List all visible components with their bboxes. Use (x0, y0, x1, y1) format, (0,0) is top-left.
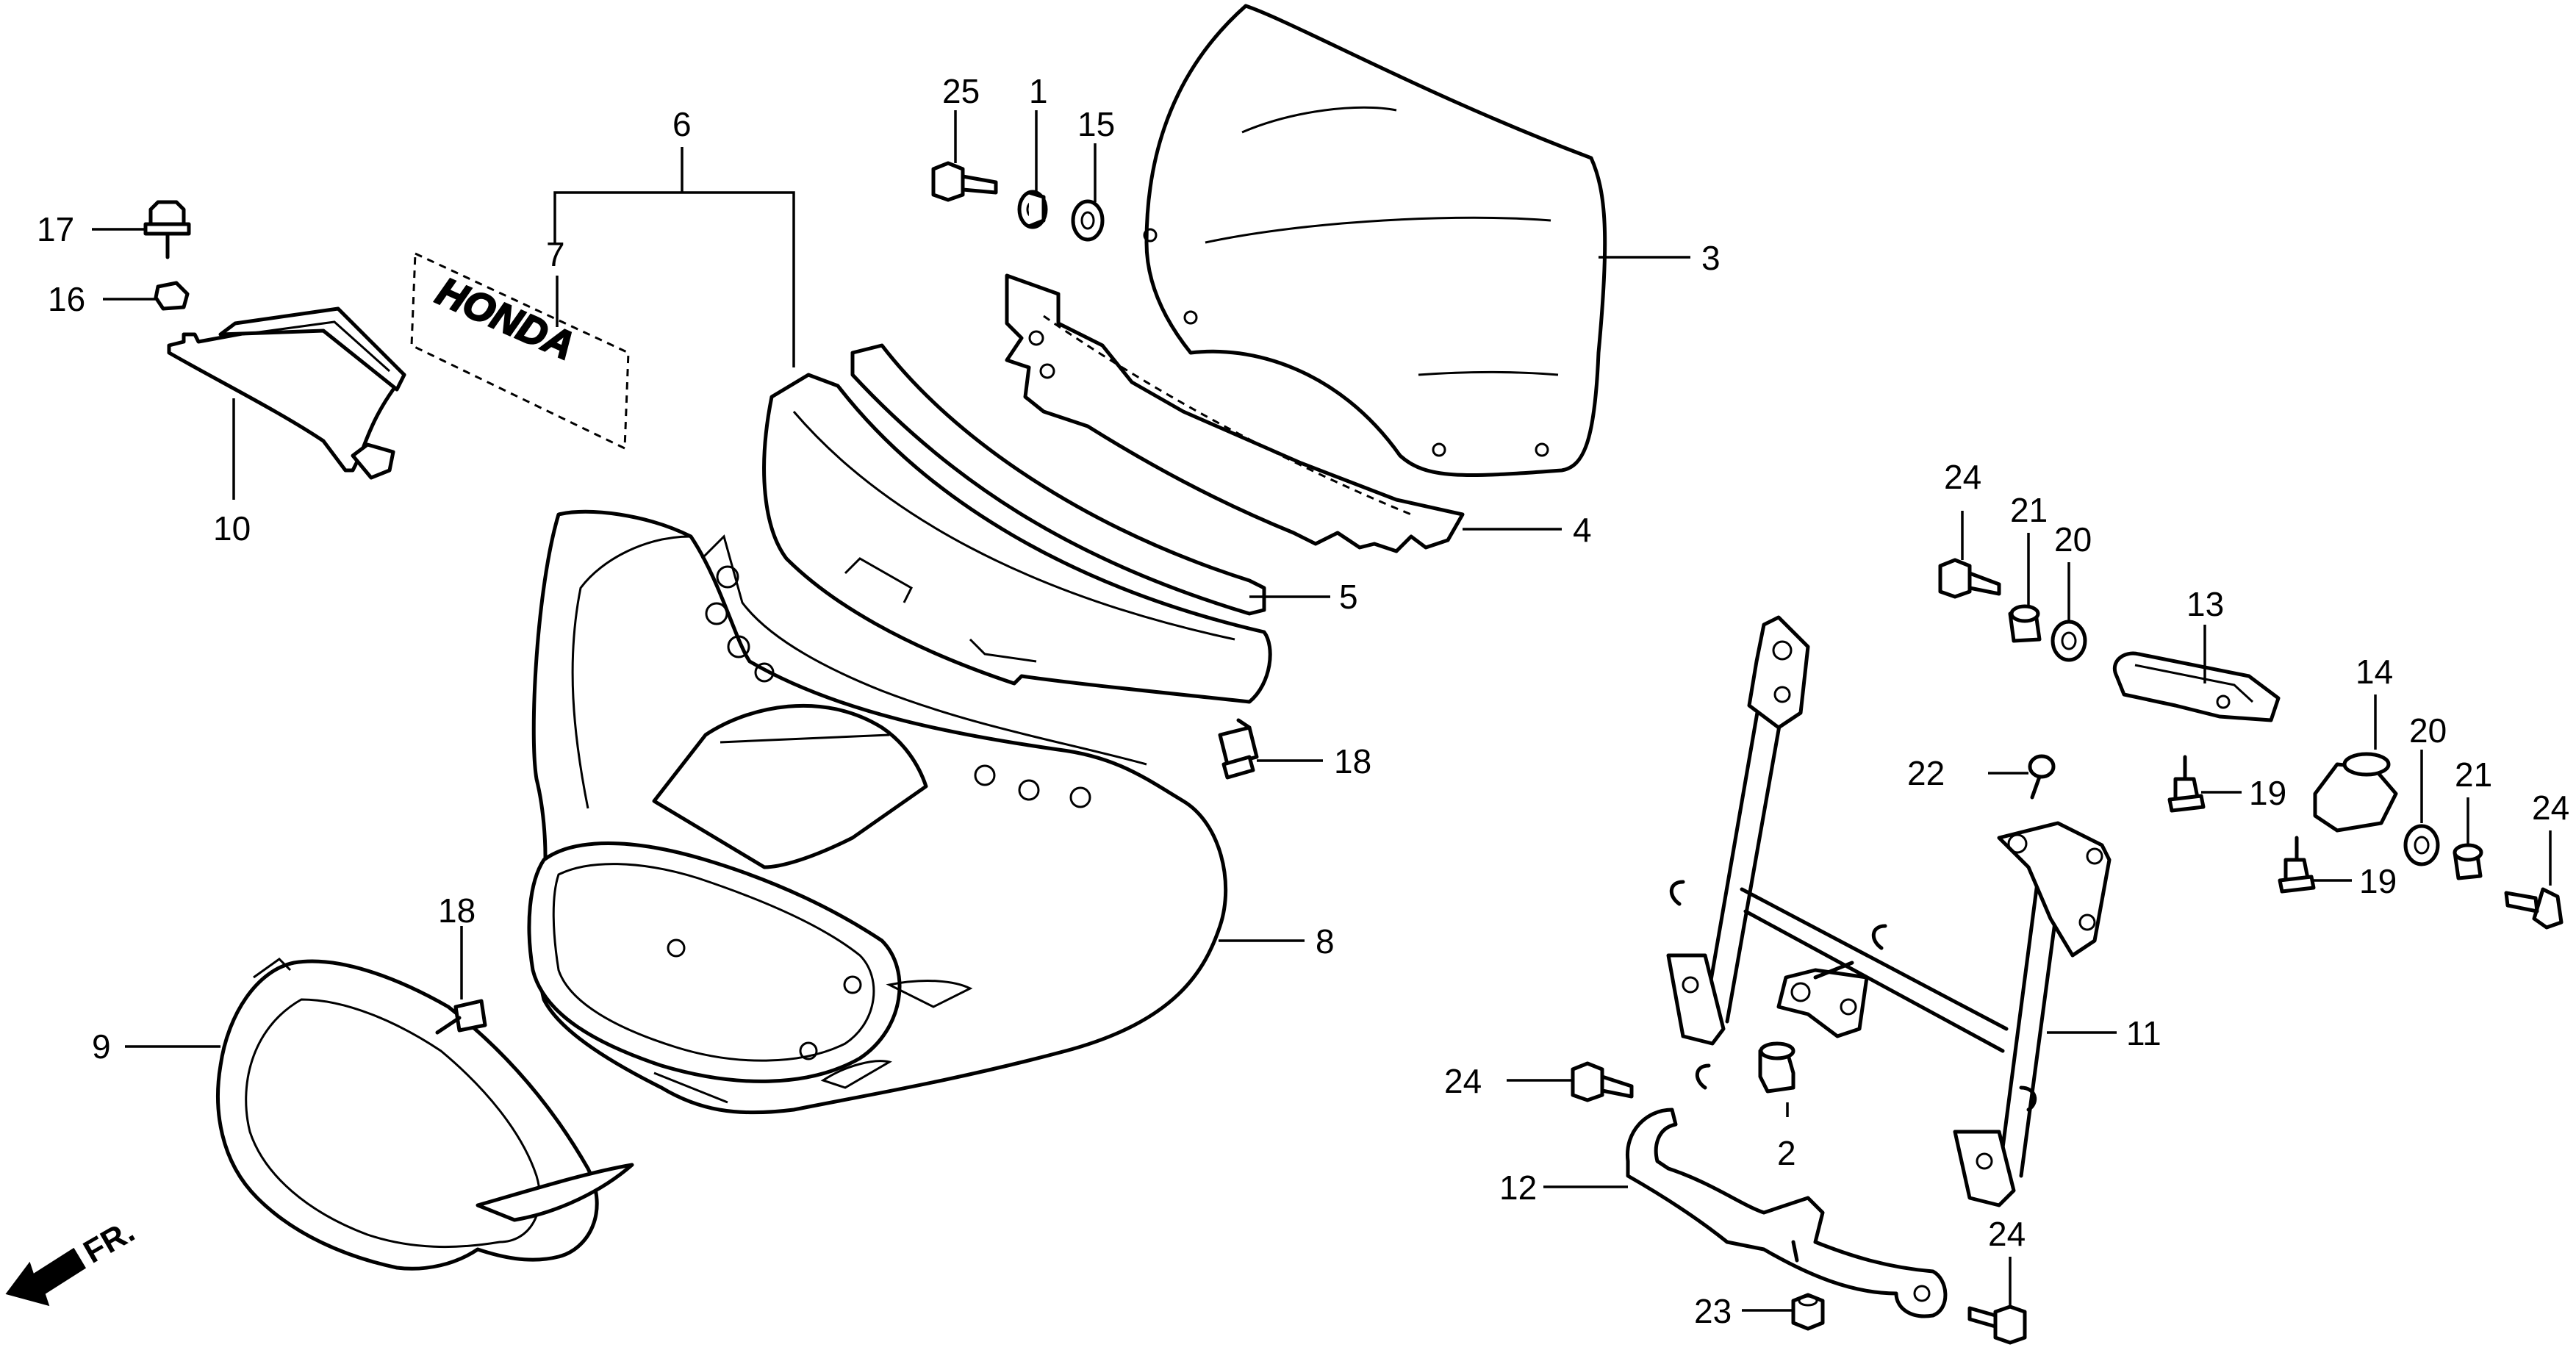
rubber-grommet-15 (1071, 143, 1105, 242)
collar-21-upper (2008, 533, 2042, 643)
screw-19-upper (2167, 755, 2242, 813)
bolt-24-right (2504, 830, 2564, 930)
callout-12: 12 (1499, 1169, 1537, 1207)
windscreen (1143, 4, 1690, 478)
callout-24-upper: 24 (1944, 458, 1981, 496)
callout-25: 25 (942, 72, 980, 110)
callout-20-upper: 20 (2054, 520, 2092, 559)
callout-bracket-6-7 (553, 147, 795, 367)
callout-21-upper: 21 (2010, 491, 2048, 529)
lower-bracket-12 (1543, 1108, 1948, 1318)
nut-clip-16 (103, 281, 190, 311)
bolt-25 (931, 110, 998, 202)
collar-1 (1017, 110, 1048, 229)
screw-18-lower (435, 926, 487, 1035)
callout-10: 10 (213, 509, 251, 548)
callout-6: 6 (672, 105, 692, 143)
callout-17: 17 (37, 210, 74, 248)
callout-14: 14 (2356, 653, 2393, 691)
callout-11: 11 (2126, 1014, 2161, 1052)
cowl-stay (1666, 615, 2117, 1207)
callout-24-lower: 24 (1988, 1215, 2026, 1253)
screw-19-lower (2278, 836, 2352, 894)
callout-21-lower: 21 (2455, 755, 2492, 794)
callout-5: 5 (1339, 578, 1358, 616)
meter-panel-cover (167, 306, 406, 500)
rubber-mount-2 (1758, 1041, 1795, 1117)
callout-19-upper: 19 (2249, 774, 2286, 812)
callout-15: 15 (1077, 105, 1115, 143)
bolt-24-upper (1938, 511, 2001, 599)
bolt-24-left (1507, 1061, 1634, 1102)
fairing-upper-panel (762, 373, 1272, 704)
honda-emblem: HONDA (410, 251, 630, 451)
callout-8: 8 (1316, 922, 1335, 961)
setting-plate-13 (2112, 625, 2281, 722)
callout-20-lower: 20 (2409, 711, 2447, 750)
front-cowl (527, 509, 1305, 1115)
callout-18-upper: 18 (1334, 742, 1371, 780)
washer-20-lower (2403, 750, 2440, 866)
callout-18-lower: 18 (438, 891, 476, 930)
screw-22 (1988, 754, 2056, 800)
callout-3: 3 (1701, 239, 1721, 277)
callout-1: 1 (1029, 72, 1048, 110)
callout-22: 22 (1907, 754, 1945, 792)
callout-13: 13 (2186, 585, 2224, 623)
setting-rubber-14 (2313, 694, 2398, 833)
callout-4: 4 (1573, 511, 1592, 549)
nut-23 (1742, 1293, 1825, 1331)
callout-2: 2 (1777, 1134, 1796, 1172)
collar-21-lower (2453, 797, 2483, 880)
screen-seal (1005, 273, 1562, 553)
callout-16: 16 (48, 280, 85, 318)
direction-label: FR. (78, 1213, 141, 1271)
front-direction-arrow: FR. (5, 1213, 141, 1307)
inner-trim-strip (850, 343, 1330, 616)
callout-9: 9 (92, 1027, 111, 1066)
callout-24-right: 24 (2532, 789, 2569, 827)
screw-17 (92, 200, 191, 259)
callout-labels: 25 1 15 3 6 7 17 16 10 4 5 18 8 18 9 24 … (37, 72, 2569, 1330)
screw-18-upper (1218, 718, 1323, 780)
washer-20-upper (2051, 562, 2087, 662)
bolt-24-lower (1967, 1257, 2027, 1345)
callout-19-lower: 19 (2359, 862, 2397, 900)
callout-23: 23 (1694, 1292, 1732, 1330)
callout-24-left: 24 (1444, 1062, 1482, 1100)
callout-7: 7 (546, 235, 565, 273)
